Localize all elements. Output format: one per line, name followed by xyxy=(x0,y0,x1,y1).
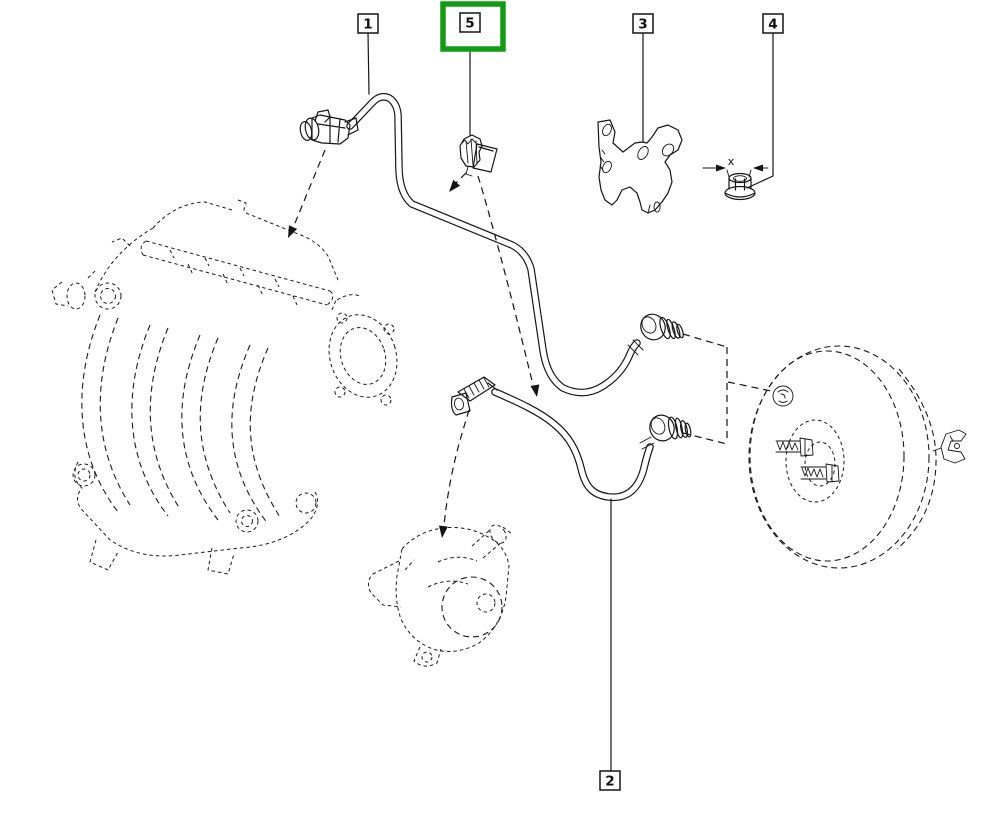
highlight-box xyxy=(440,1,506,52)
callout-4-rect[interactable] xyxy=(762,13,784,34)
part-2-pump-connector xyxy=(450,376,498,416)
arrowhead-manifold-icon xyxy=(288,225,298,238)
dimension-arrow-left-icon xyxy=(753,164,763,172)
booster-stud-2 xyxy=(800,463,840,483)
part-1-quick-connector xyxy=(299,109,359,145)
part-2-vacuum-hose xyxy=(450,376,692,501)
arrowhead-pump-icon xyxy=(438,525,448,538)
brake-booster-reference xyxy=(682,333,967,569)
intake-manifold-reference xyxy=(51,199,398,575)
callout-box-1[interactable]: 1 xyxy=(357,13,379,34)
callout-box-3[interactable]: 3 xyxy=(632,13,654,34)
callout-1-rect[interactable] xyxy=(357,13,379,34)
part-3-bracket xyxy=(597,119,683,214)
booster-check-valve-port xyxy=(772,385,794,407)
pointer-arrows xyxy=(288,149,540,538)
dimension-x: x xyxy=(702,155,769,178)
callout-2-label: 2 xyxy=(605,774,614,790)
pointer-clip-to-hose xyxy=(477,175,534,386)
arrowhead-hose-icon xyxy=(530,384,540,397)
arrowhead-pipe-icon xyxy=(449,179,461,192)
vacuum-pump-reference xyxy=(367,524,513,667)
callout-5-label: 5 xyxy=(465,16,474,32)
callout-box-5-highlighted[interactable]: 5 xyxy=(440,1,506,52)
part-4-flanged-nut: x xyxy=(702,155,769,201)
callout-4-label: 4 xyxy=(768,17,777,33)
leader-1 xyxy=(367,32,370,95)
part-5-retaining-clip xyxy=(459,134,498,177)
callout-2-rect[interactable] xyxy=(599,770,621,791)
callout-3-label: 3 xyxy=(638,17,647,33)
dimension-arrow-right-icon xyxy=(716,164,726,172)
dimension-x-label: x xyxy=(728,155,735,168)
callout-box-2[interactable]: 2 xyxy=(599,770,621,791)
booster-stud-1 xyxy=(775,437,814,457)
callout-box-4[interactable]: 4 xyxy=(762,13,784,34)
callout-5-rect[interactable] xyxy=(459,12,481,33)
booster-connection-leader xyxy=(682,333,772,445)
leader-4 xyxy=(746,32,774,189)
callout-3-rect[interactable] xyxy=(632,13,654,34)
callout-leader-lines xyxy=(367,32,774,772)
part-1-booster-connector xyxy=(627,313,684,356)
booster-pushrod-clevis xyxy=(932,429,967,464)
pointer-to-manifold xyxy=(292,149,326,229)
pointer-to-pump xyxy=(443,409,470,526)
part-1-vacuum-pipe xyxy=(299,93,684,397)
part-2-booster-connector xyxy=(639,414,692,450)
callout-1-label: 1 xyxy=(363,17,372,33)
